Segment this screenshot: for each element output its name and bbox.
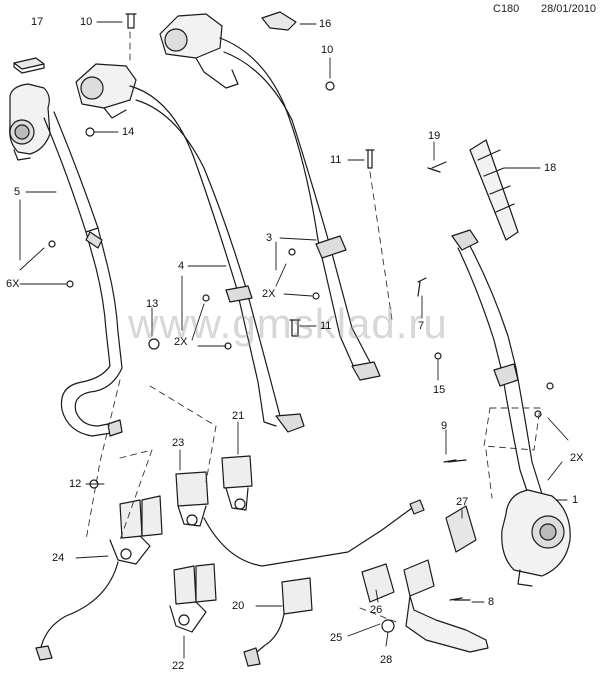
buckle-24 xyxy=(35,495,163,661)
bolt-11-mid xyxy=(289,319,301,337)
dashed-guides xyxy=(85,31,541,623)
nut-14 xyxy=(85,127,95,137)
part-17-cover xyxy=(13,57,45,74)
buckle-22 xyxy=(169,563,217,633)
buckle-20 xyxy=(243,577,313,667)
buckle-21 xyxy=(221,455,253,511)
callout-label: 19 xyxy=(428,130,441,142)
callout-label: 23 xyxy=(172,437,185,449)
part-5-left-retractor-belt xyxy=(9,83,123,437)
callout-label: 17 xyxy=(31,16,44,28)
bolt-10-top xyxy=(125,13,137,29)
part-25-front-buckle-assembly xyxy=(361,505,489,653)
callout-label: 28 xyxy=(380,654,393,666)
callout-label: 21 xyxy=(232,410,245,422)
callout-label: 26 xyxy=(370,604,383,616)
bolt-7 xyxy=(417,277,427,297)
callout-label: 4 xyxy=(178,260,185,272)
callout-label: 18 xyxy=(544,162,557,174)
callout-label: 27 xyxy=(456,496,469,508)
callout-label: 10 xyxy=(80,16,93,28)
diagram-date: 28/01/2010 xyxy=(541,3,597,15)
callout-label: 7 xyxy=(418,320,425,332)
bolt-8 xyxy=(449,597,471,601)
callout-label: 14 xyxy=(122,126,135,138)
part-1-front-retractor-belt xyxy=(451,139,571,587)
callout-label: 2X xyxy=(570,452,584,464)
callout-label: 5 xyxy=(14,186,21,198)
bolt-11-top xyxy=(365,149,375,169)
nut-13 xyxy=(148,338,160,350)
callout-label: 15 xyxy=(433,384,446,396)
callout-label: 3 xyxy=(266,232,273,244)
callout-label: 11 xyxy=(320,320,332,332)
part-3-right-retractor-belt xyxy=(159,13,381,381)
callout-label: 9 xyxy=(441,420,448,432)
callout-label: 6X xyxy=(6,278,20,290)
callout-label: 24 xyxy=(52,552,65,564)
callout-label: 2X xyxy=(174,336,188,348)
callout-label: 13 xyxy=(146,298,159,310)
leader-lines xyxy=(19,21,569,659)
screw-19 xyxy=(427,161,447,173)
callout-label: 22 xyxy=(172,660,185,672)
callout-label: 10 xyxy=(321,44,334,56)
part-16-cover xyxy=(261,11,297,31)
callout-label: 8 xyxy=(488,596,495,608)
bolt-9 xyxy=(443,459,467,463)
callout-label: 1 xyxy=(572,494,579,506)
callout-label: 12 xyxy=(69,478,82,490)
part-4-centre-retractor-belt xyxy=(75,63,305,433)
callout-label: 11 xyxy=(330,154,342,166)
nut-10 xyxy=(325,81,335,91)
fasteners xyxy=(48,13,554,601)
callout-label: 2X xyxy=(262,288,276,300)
callout-label: 20 xyxy=(232,600,245,612)
callout-label: 16 xyxy=(319,18,332,30)
callout-label: 25 xyxy=(330,632,343,644)
diagram-reference: C180 xyxy=(493,3,520,15)
buckle-23 xyxy=(175,471,425,567)
